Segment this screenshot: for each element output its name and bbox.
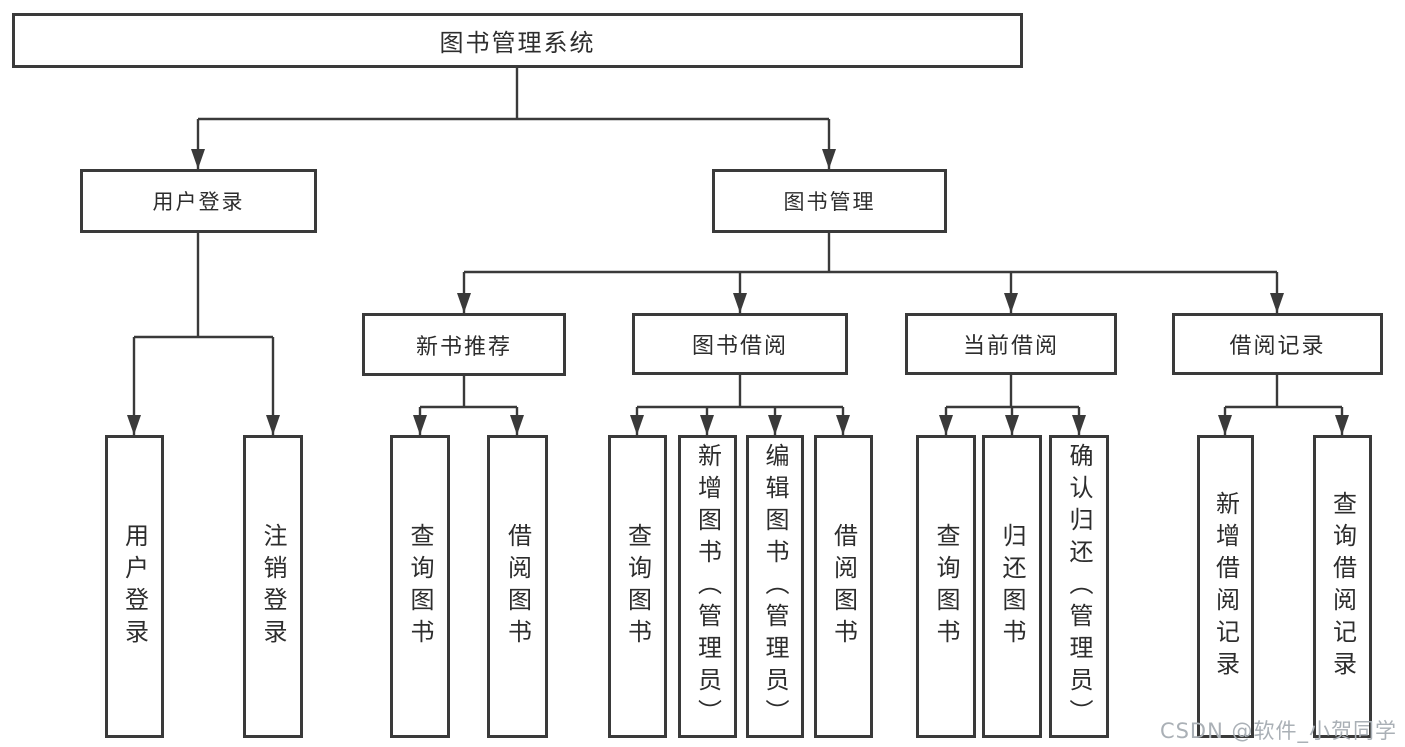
node-label: 编辑图书（管理员） — [761, 442, 789, 731]
leaf-current-return-books: 归还图书 — [982, 435, 1042, 738]
leaf-records-add-borrow-record: 新增借阅记录 — [1197, 435, 1254, 738]
node-new-book-recommend: 新书推荐 — [362, 313, 566, 376]
node-book-borrowing: 图书借阅 — [632, 313, 848, 375]
node-label: 新增借阅记录 — [1211, 490, 1240, 683]
connector-new-book-recommend-trunk — [420, 375, 517, 409]
node-label: 查询图书 — [623, 522, 652, 651]
node-label: 用户登录 — [120, 522, 149, 651]
node-borrowing-records: 借阅记录 — [1172, 313, 1383, 375]
leaf-borrowing-add-books-admin: 新增图书（管理员） — [678, 435, 737, 738]
node-label: 确认归还（管理员） — [1065, 442, 1093, 731]
node-label: 当前借阅 — [962, 334, 1059, 359]
node-label: 借阅图书 — [503, 522, 532, 651]
csdn-watermark: CSDN @软件_小贺同学 — [1159, 719, 1397, 743]
leaf-borrowing-query-books: 查询图书 — [608, 435, 667, 738]
leaf-current-query-books: 查询图书 — [916, 435, 976, 738]
node-label: 查询借阅记录 — [1328, 490, 1357, 683]
leaf-borrowing-borrow-books: 借阅图书 — [814, 435, 873, 738]
node-label: 归还图书 — [998, 522, 1026, 651]
node-label: 图书管理 — [783, 190, 876, 214]
node-label: 查询图书 — [406, 522, 434, 651]
leaf-borrowing-edit-books-admin: 编辑图书（管理员） — [746, 435, 804, 738]
node-book-management: 图书管理 — [712, 169, 947, 233]
connector-user-login-trunk — [134, 233, 273, 339]
connector-borrowing-records-trunk — [1225, 375, 1342, 409]
connector-book-borrowing-trunk — [637, 375, 843, 409]
connector-root-trunk — [198, 68, 829, 121]
leaf-recommend-query-books: 查询图书 — [390, 435, 450, 738]
leaf-recommend-borrow-books: 借阅图书 — [487, 435, 548, 738]
node-label: 新增图书（管理员） — [693, 442, 722, 731]
node-label: 注销登录 — [259, 522, 287, 651]
leaf-records-query-borrow-record: 查询借阅记录 — [1313, 435, 1372, 738]
connector-book-management-trunk — [464, 233, 1277, 274]
node-current-borrowing: 当前借阅 — [905, 313, 1117, 375]
node-label: 图书借阅 — [691, 334, 788, 359]
node-label: 借阅记录 — [1229, 334, 1326, 359]
leaf-user-login: 用户登录 — [105, 435, 164, 738]
leaf-logout: 注销登录 — [243, 435, 303, 738]
node-label: 查询图书 — [932, 522, 960, 651]
leaf-current-confirm-return-admin: 确认归还（管理员） — [1049, 435, 1109, 738]
node-label: 图书管理系统 — [439, 29, 596, 57]
connector-current-borrowing-trunk — [946, 375, 1079, 409]
node-label: 借阅图书 — [829, 522, 858, 651]
node-label: 新书推荐 — [415, 334, 512, 360]
node-user-login-group: 用户登录 — [80, 169, 317, 233]
node-library-management-system: 图书管理系统 — [12, 13, 1023, 68]
node-label: 用户登录 — [152, 190, 245, 214]
